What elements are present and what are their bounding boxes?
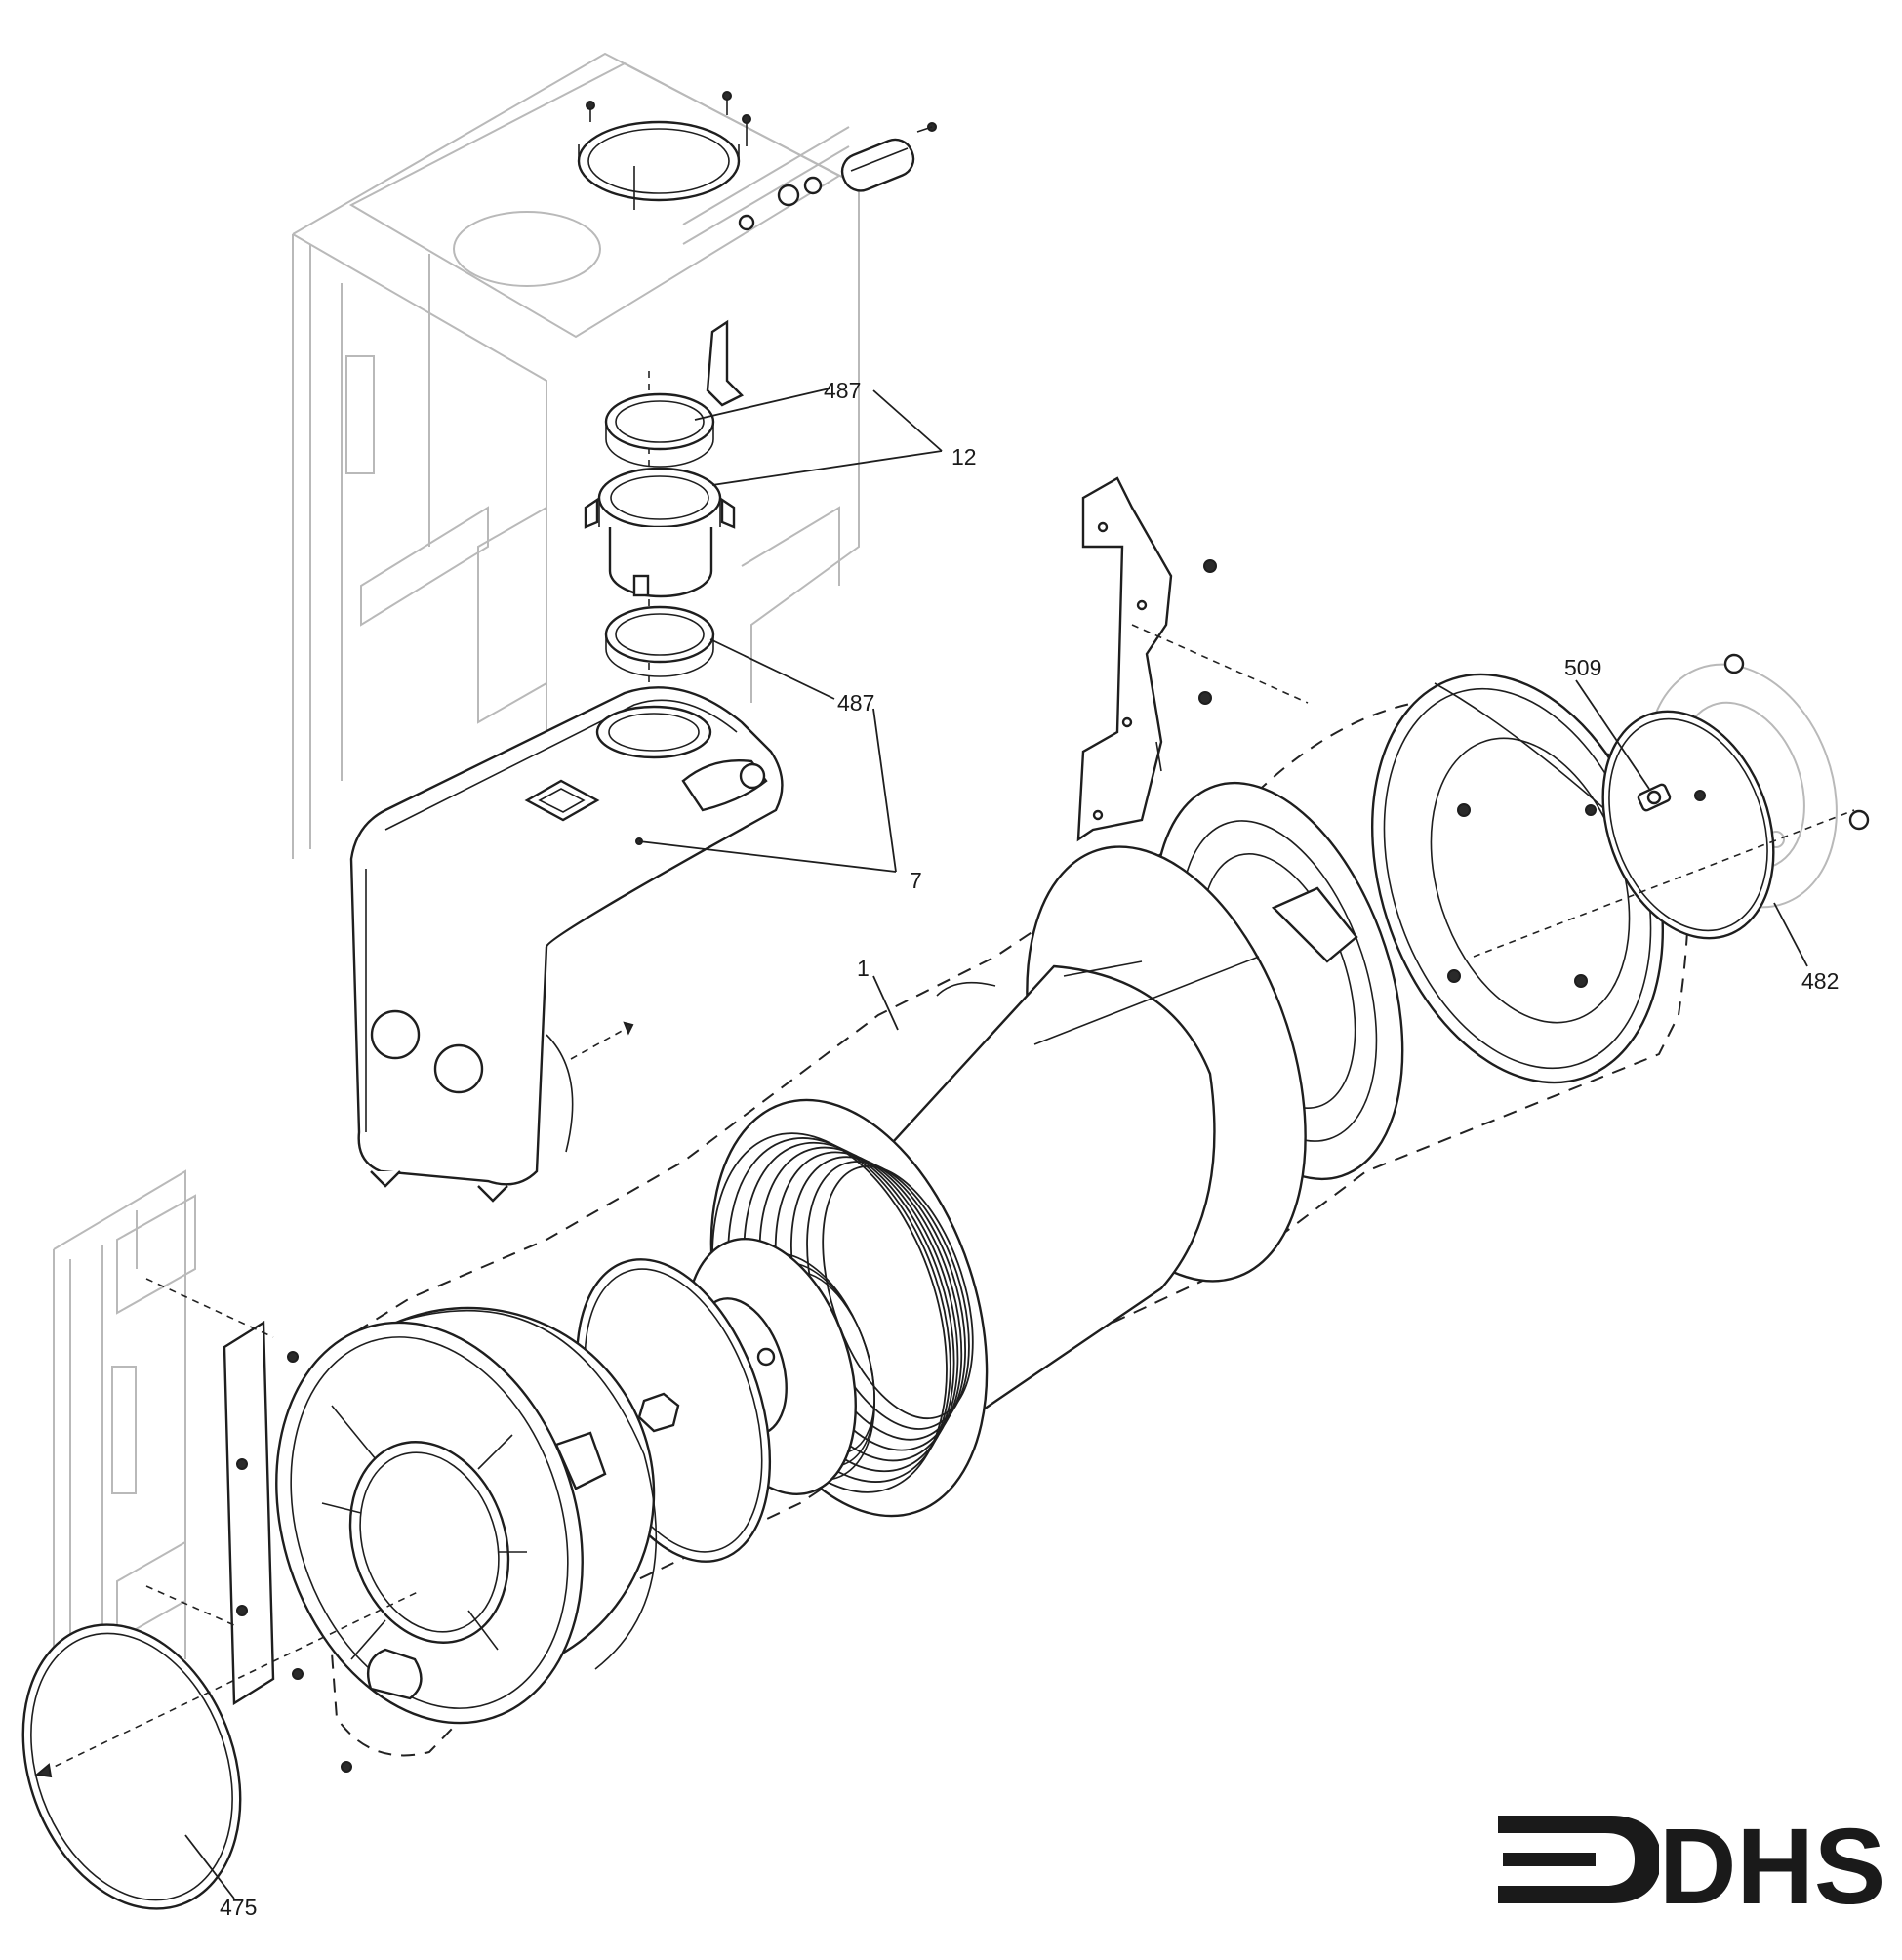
- flue-ring-top: [577, 91, 751, 210]
- dhs-logo-arrow-icon: [1498, 1816, 1659, 1903]
- seal-ring-487-lower: [604, 605, 715, 677]
- label-482: 482: [1801, 968, 1839, 994]
- screw-icon: [722, 91, 732, 101]
- label-475: 475: [220, 1895, 257, 1920]
- nut-icon: [1848, 809, 1870, 831]
- flue-hood-7: [349, 686, 784, 1203]
- nut-icon: [1723, 653, 1745, 674]
- screw-icon: [1203, 559, 1217, 573]
- label-12: 12: [951, 444, 977, 470]
- label-509: 509: [1564, 655, 1601, 680]
- ghost-casing-upper: [292, 52, 860, 859]
- label-1: 1: [857, 956, 870, 981]
- dhs-logo: DHS: [1498, 1807, 1885, 1927]
- dhs-logo-text: DHS: [1659, 1807, 1885, 1927]
- sight-glass-assembly: [738, 122, 937, 231]
- screw-icon: [1198, 691, 1212, 705]
- label-487-mid: 487: [837, 690, 874, 715]
- part-labels: 487 12 487 7 1 509 482 475: [220, 378, 1839, 1920]
- gasket-ring-475: [21, 1623, 242, 1910]
- mounting-bracket-small: [706, 319, 745, 407]
- flue-adaptor-12: [584, 467, 736, 598]
- mounting-bracket-left: [223, 1320, 352, 1773]
- rear-cover: [1370, 673, 1665, 1084]
- leader-lines: [184, 388, 1808, 1899]
- screw-icon: [742, 114, 751, 124]
- sensor-509: [1637, 783, 1706, 812]
- mounting-bracket-right: [1076, 476, 1217, 842]
- inspection-gasket: [1601, 710, 1775, 940]
- label-487-top: 487: [824, 378, 861, 403]
- label-7: 7: [910, 868, 922, 893]
- screw-icon: [586, 101, 595, 110]
- seal-ring-487-upper: [604, 392, 715, 468]
